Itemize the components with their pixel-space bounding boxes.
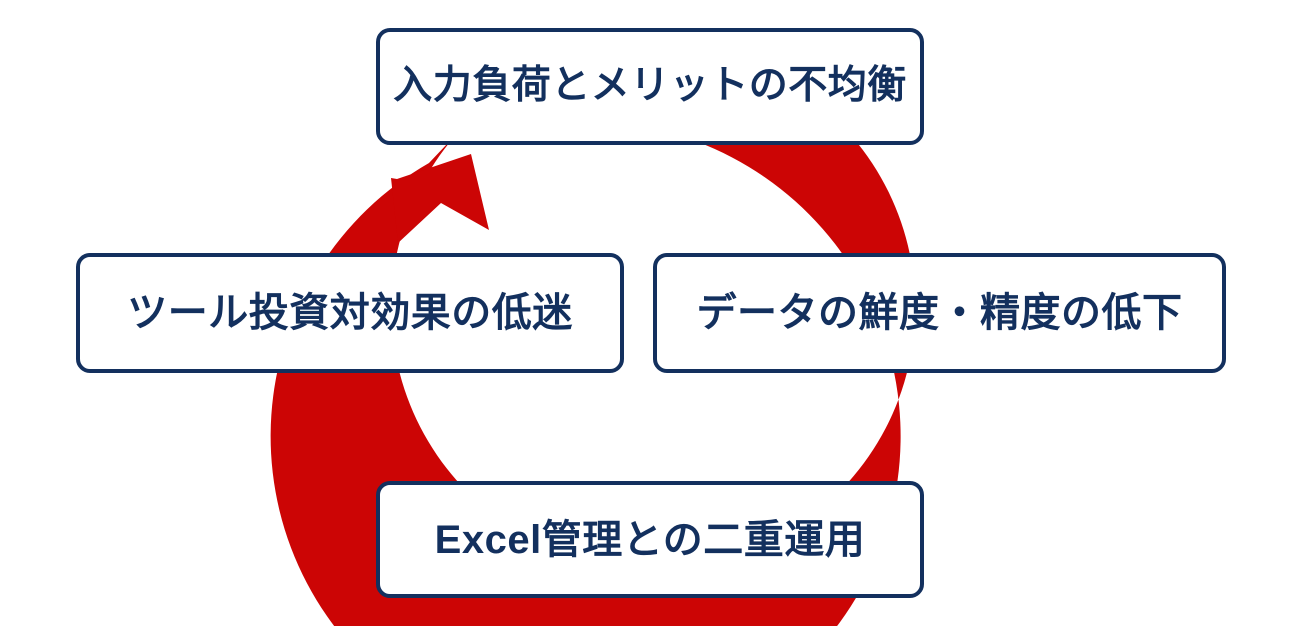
cycle-node-bottom[interactable]: Excel管理との二重運用 [376, 481, 924, 598]
cycle-node-right[interactable]: データの鮮度・精度の低下 [653, 253, 1226, 373]
cycle-node-left[interactable]: ツール投資対効果の低迷 [76, 253, 624, 373]
cycle-arrow-ring [270, 45, 916, 626]
cycle-node-right-label: データの鮮度・精度の低下 [696, 291, 1183, 335]
cycle-node-left-label: ツール投資対効果の低迷 [127, 291, 573, 335]
cycle-node-bottom-label: Excel管理との二重運用 [434, 517, 866, 562]
cycle-node-top[interactable]: 入力負荷とメリットの不均衡 [376, 28, 924, 145]
cycle-node-top-label: 入力負荷とメリットの不均衡 [393, 64, 907, 108]
